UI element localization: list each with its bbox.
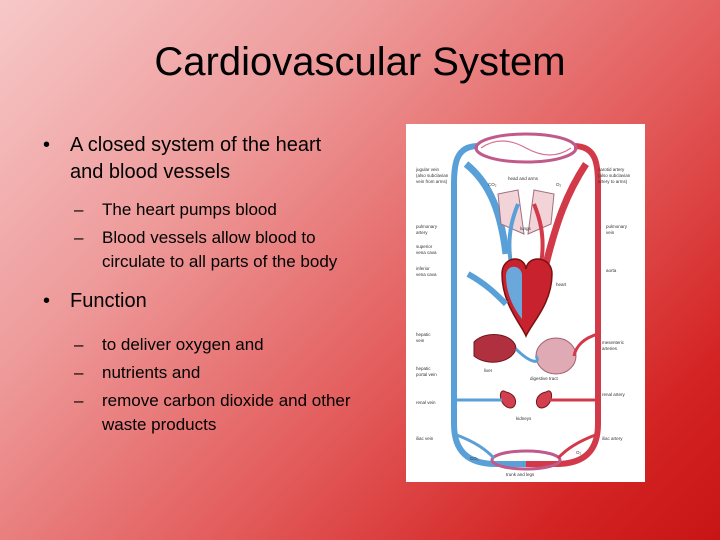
bullet-item: • Function	[40, 288, 360, 315]
right-lung	[527, 189, 555, 235]
label-o2-top: O₂	[556, 182, 562, 187]
label-co2-top: CO₂	[488, 182, 497, 187]
dash-marker: –	[74, 335, 84, 354]
label-heart: heart	[556, 282, 567, 287]
venous-outer-loop	[451, 143, 526, 467]
label-carotid: carotid artery	[598, 167, 625, 172]
dash-marker: –	[74, 200, 84, 219]
slide-title: Cardiovascular System	[154, 40, 566, 84]
bullet-list: • A closed system of the heart and blood…	[40, 132, 360, 437]
aorta	[542, 162, 589, 265]
label-liver: liver	[484, 368, 493, 373]
sub-bullet-item: – nutrients and	[40, 361, 360, 385]
iliac-vein	[453, 432, 496, 460]
bullet-item: • A closed system of the heart and blood…	[40, 132, 360, 186]
label-head-arms: head and arms	[508, 176, 539, 181]
label-ivc-1: inferior	[416, 266, 430, 271]
label-pulm-artery-1: pulmonary	[416, 224, 438, 229]
label-trunk-legs: trunk and legs	[506, 472, 535, 477]
label-jugular: jugular vein	[415, 167, 440, 172]
pulmonary-artery	[507, 203, 520, 265]
label-hepatic-2: vein	[416, 338, 425, 343]
dash-marker: –	[74, 228, 84, 247]
left-kidney	[500, 390, 516, 409]
digestive-tract	[535, 337, 577, 375]
label-iliac-vein: iliac vein	[416, 436, 434, 441]
label-mesenteric-1: mesenteric	[602, 340, 625, 345]
head-arms-capillaries	[474, 132, 578, 164]
superior-vena-cava	[463, 161, 510, 255]
inferior-vena-cava	[466, 271, 509, 307]
label-pulm-vein-1: pulmonary	[606, 224, 628, 229]
sub-bullet-text: Blood vessels allow blood to circulate t…	[102, 228, 338, 271]
iliac-artery	[556, 432, 599, 460]
dash-marker: –	[74, 391, 84, 410]
head-arms-mesh	[480, 140, 572, 156]
trunk-legs-capillaries	[490, 449, 562, 471]
sub-bullet-text: The heart pumps blood	[102, 200, 277, 219]
circulatory-diagram: jugular vein (also subclavian vein from …	[406, 124, 645, 482]
left-lung	[497, 189, 525, 235]
label-aorta: aorta	[606, 268, 617, 273]
label-digestive: digestive tract	[530, 376, 559, 381]
label-to-arms: artery to arms)	[598, 179, 628, 184]
label-portal-2: portal vein	[416, 372, 437, 377]
label-mesenteric-2: arteries	[602, 346, 618, 351]
sub-bullet-item: – The heart pumps blood	[40, 198, 360, 222]
sub-bullet-text: to deliver oxygen and	[102, 335, 264, 354]
label-lungs: lungs	[520, 226, 532, 231]
hepatic-portal-vein	[514, 347, 539, 363]
pulmonary-vein	[532, 203, 545, 265]
label-kidneys: kidneys	[516, 416, 532, 421]
bullet-text: Function	[70, 290, 147, 312]
label-iliac-artery: iliac artery	[602, 436, 623, 441]
label-ivc-2: vena cava	[416, 272, 437, 277]
arterial-outer-loop	[526, 143, 601, 467]
circulatory-diagram-svg: jugular vein (also subclavian vein from …	[415, 132, 631, 477]
label-hepatic-1: hepatic	[416, 332, 431, 337]
dash-marker: –	[74, 363, 84, 382]
mesenteric-arteries	[572, 332, 599, 357]
right-kidney	[536, 390, 552, 409]
bullet-marker: •	[43, 134, 51, 156]
sub-bullet-item: – remove carbon dioxide and other waste …	[40, 389, 360, 437]
label-svc-2: vena cava	[416, 250, 437, 255]
label-co2-bottom: CO₂	[470, 456, 479, 461]
sub-bullet-text: remove carbon dioxide and other waste pr…	[102, 391, 351, 434]
label-renal-artery: renal artery	[602, 392, 626, 397]
bullet-marker: •	[43, 290, 51, 312]
label-also-subclavian: (also subclavian	[598, 173, 631, 178]
liver	[473, 334, 517, 363]
label-o2-bottom: O₂	[576, 450, 582, 455]
label-pulm-artery-2: artery	[416, 230, 428, 235]
bullet-text: A closed system of the heart and blood v…	[70, 134, 322, 183]
label-portal-1: hepatic	[416, 366, 431, 371]
right-heart-chamber	[506, 266, 522, 319]
label-renal-vein: renal vein	[416, 400, 436, 405]
label-subclavian: (also subclavian	[416, 173, 449, 178]
sub-bullet-item: – to deliver oxygen and	[40, 333, 360, 357]
label-svc-1: superior	[416, 244, 433, 249]
label-pulm-vein-2: vein	[606, 230, 615, 235]
sub-bullet-text: nutrients and	[102, 363, 201, 382]
label-from-arms: vein from arms)	[416, 179, 448, 184]
sub-bullet-item: – Blood vessels allow blood to circulate…	[40, 226, 360, 274]
